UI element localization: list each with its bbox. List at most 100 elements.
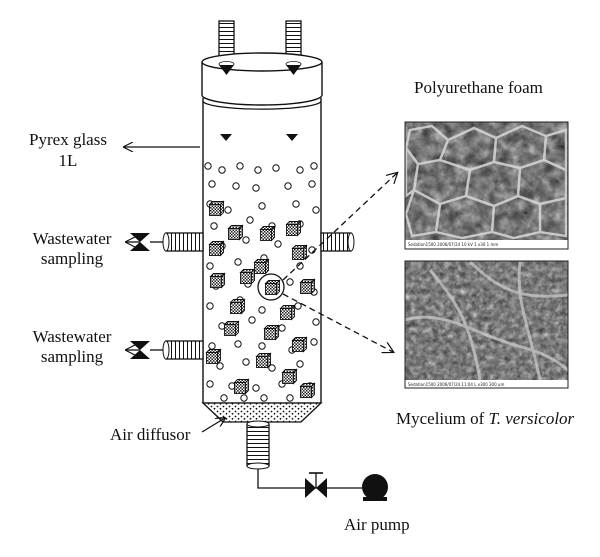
air-bubble [206,380,214,388]
air-bubble [294,302,302,310]
air-bubble [312,206,320,214]
foam-cube [209,272,226,289]
air-bubble [234,258,242,266]
reactor-lid [201,52,323,106]
air-bubble [236,162,244,170]
air-bubble [286,278,294,286]
foam-cube [208,240,225,257]
air-bubble [240,394,248,402]
air-bubble [220,394,228,402]
air-bubble [254,166,262,174]
diffusor-pointer-arrow [201,418,225,433]
foam-cube [281,368,298,385]
wastewater-sampling-lower-label: Wastewater [33,327,112,346]
pyrex-glass-label: Pyrex glass [29,130,107,149]
foam-cube [227,224,244,241]
foam-cell [404,188,442,238]
air-pump-label: Air pump [344,515,410,534]
air-bubble [248,316,256,324]
foam-cube [253,258,270,275]
highlighted-foam-cube [257,273,285,301]
foam-cube [208,200,225,217]
air-bubble [268,364,276,372]
foam-cube [299,382,316,399]
zoom-arrow-foam [282,173,397,281]
air-bubble [310,162,318,170]
svg-text:Sedation1500 2006/07/24 10 k: Sedation1500 2006/07/24 10 kV 1 x30 1 mm [408,242,498,247]
air-bubble [210,222,218,230]
inlet-marker-right [286,134,298,141]
air-bubble [232,182,240,190]
foam-cube [229,298,246,315]
air-bubble [308,180,316,188]
foam-cube [285,220,302,237]
foam-cubes [205,200,316,399]
air-bubble [274,240,282,248]
foam-cube [264,279,281,296]
foam-cell [538,196,568,238]
air-bubble [292,200,300,208]
air-bubble [296,262,304,270]
foam-cube [291,244,308,261]
air-bubble [218,166,226,174]
valve-upper [130,233,150,242]
air-bubble [246,216,254,224]
air-bubble [252,184,260,192]
air-supply-line [257,469,363,489]
air-bubble [286,394,294,402]
polyurethane-foam-label: Polyurethane foam [414,78,543,97]
air-bubble [296,360,304,368]
foam-cube [255,352,272,369]
air-bubble [252,384,260,392]
wastewater-sampling-lower-label-2: sampling [41,347,104,366]
mycelium-prefix: Mycelium of [396,409,489,428]
foam-cube [239,268,256,285]
air-bubble [242,358,250,366]
bottom-air-inlet-tube [246,420,270,470]
zoom-arrow-mycelium [282,293,393,352]
air-bubble [258,202,266,210]
sem-image-mycelium: Sedation1500 2006/07/24 11:04 L x300 300… [404,260,569,389]
air-bubble [206,302,214,310]
air-diffusor-label: Air diffusor [110,425,191,444]
foam-cube [299,278,316,295]
air-bubble [216,362,224,370]
wastewater-sampling-upper-label: Wastewater [33,229,112,248]
air-bubble [208,342,216,350]
svg-text:Sedation1500 2006/07/24 11:0: Sedation1500 2006/07/24 11:04 L x300 300… [408,382,504,387]
air-bubble [204,162,212,170]
foam-cube [291,336,308,353]
foam-cube [263,324,280,341]
pyrex-volume-label: 1L [59,151,78,170]
air-bubble [258,342,266,350]
air-bubble [258,306,266,314]
foam-cube [233,378,250,395]
sampling-port-upper-right [320,232,355,252]
mycelium-species: T. versicolor [489,409,575,428]
air-line-valve [305,472,327,498]
air-bubble [284,182,292,190]
mycelium-label: Mycelium of T. versicolor [396,409,575,428]
air-bubble [260,394,268,402]
air-bubble [224,206,232,214]
air-diffusor-plate [201,402,323,423]
air-bubble [242,236,250,244]
air-bubble [234,340,242,348]
air-bubble [312,318,320,326]
foam-cube [205,348,222,365]
inlet-marker-left [220,134,232,141]
air-bubble [206,262,214,270]
sampling-port-upper-left [126,232,204,252]
air-bubble [208,180,216,188]
foam-cube [279,304,296,321]
wastewater-sampling-upper-label-2: sampling [41,249,104,268]
air-bubble [278,324,286,332]
air-bubble [310,338,318,346]
valve-lower [130,341,150,350]
sampling-port-lower-left [126,340,204,360]
sem-image-polyurethane-foam: Sedation1500 2006/07/24 10 kV 1 x30 1 mm [404,121,569,250]
foam-cube [259,225,276,242]
air-bubble [296,166,304,174]
air-bubble [272,164,280,172]
